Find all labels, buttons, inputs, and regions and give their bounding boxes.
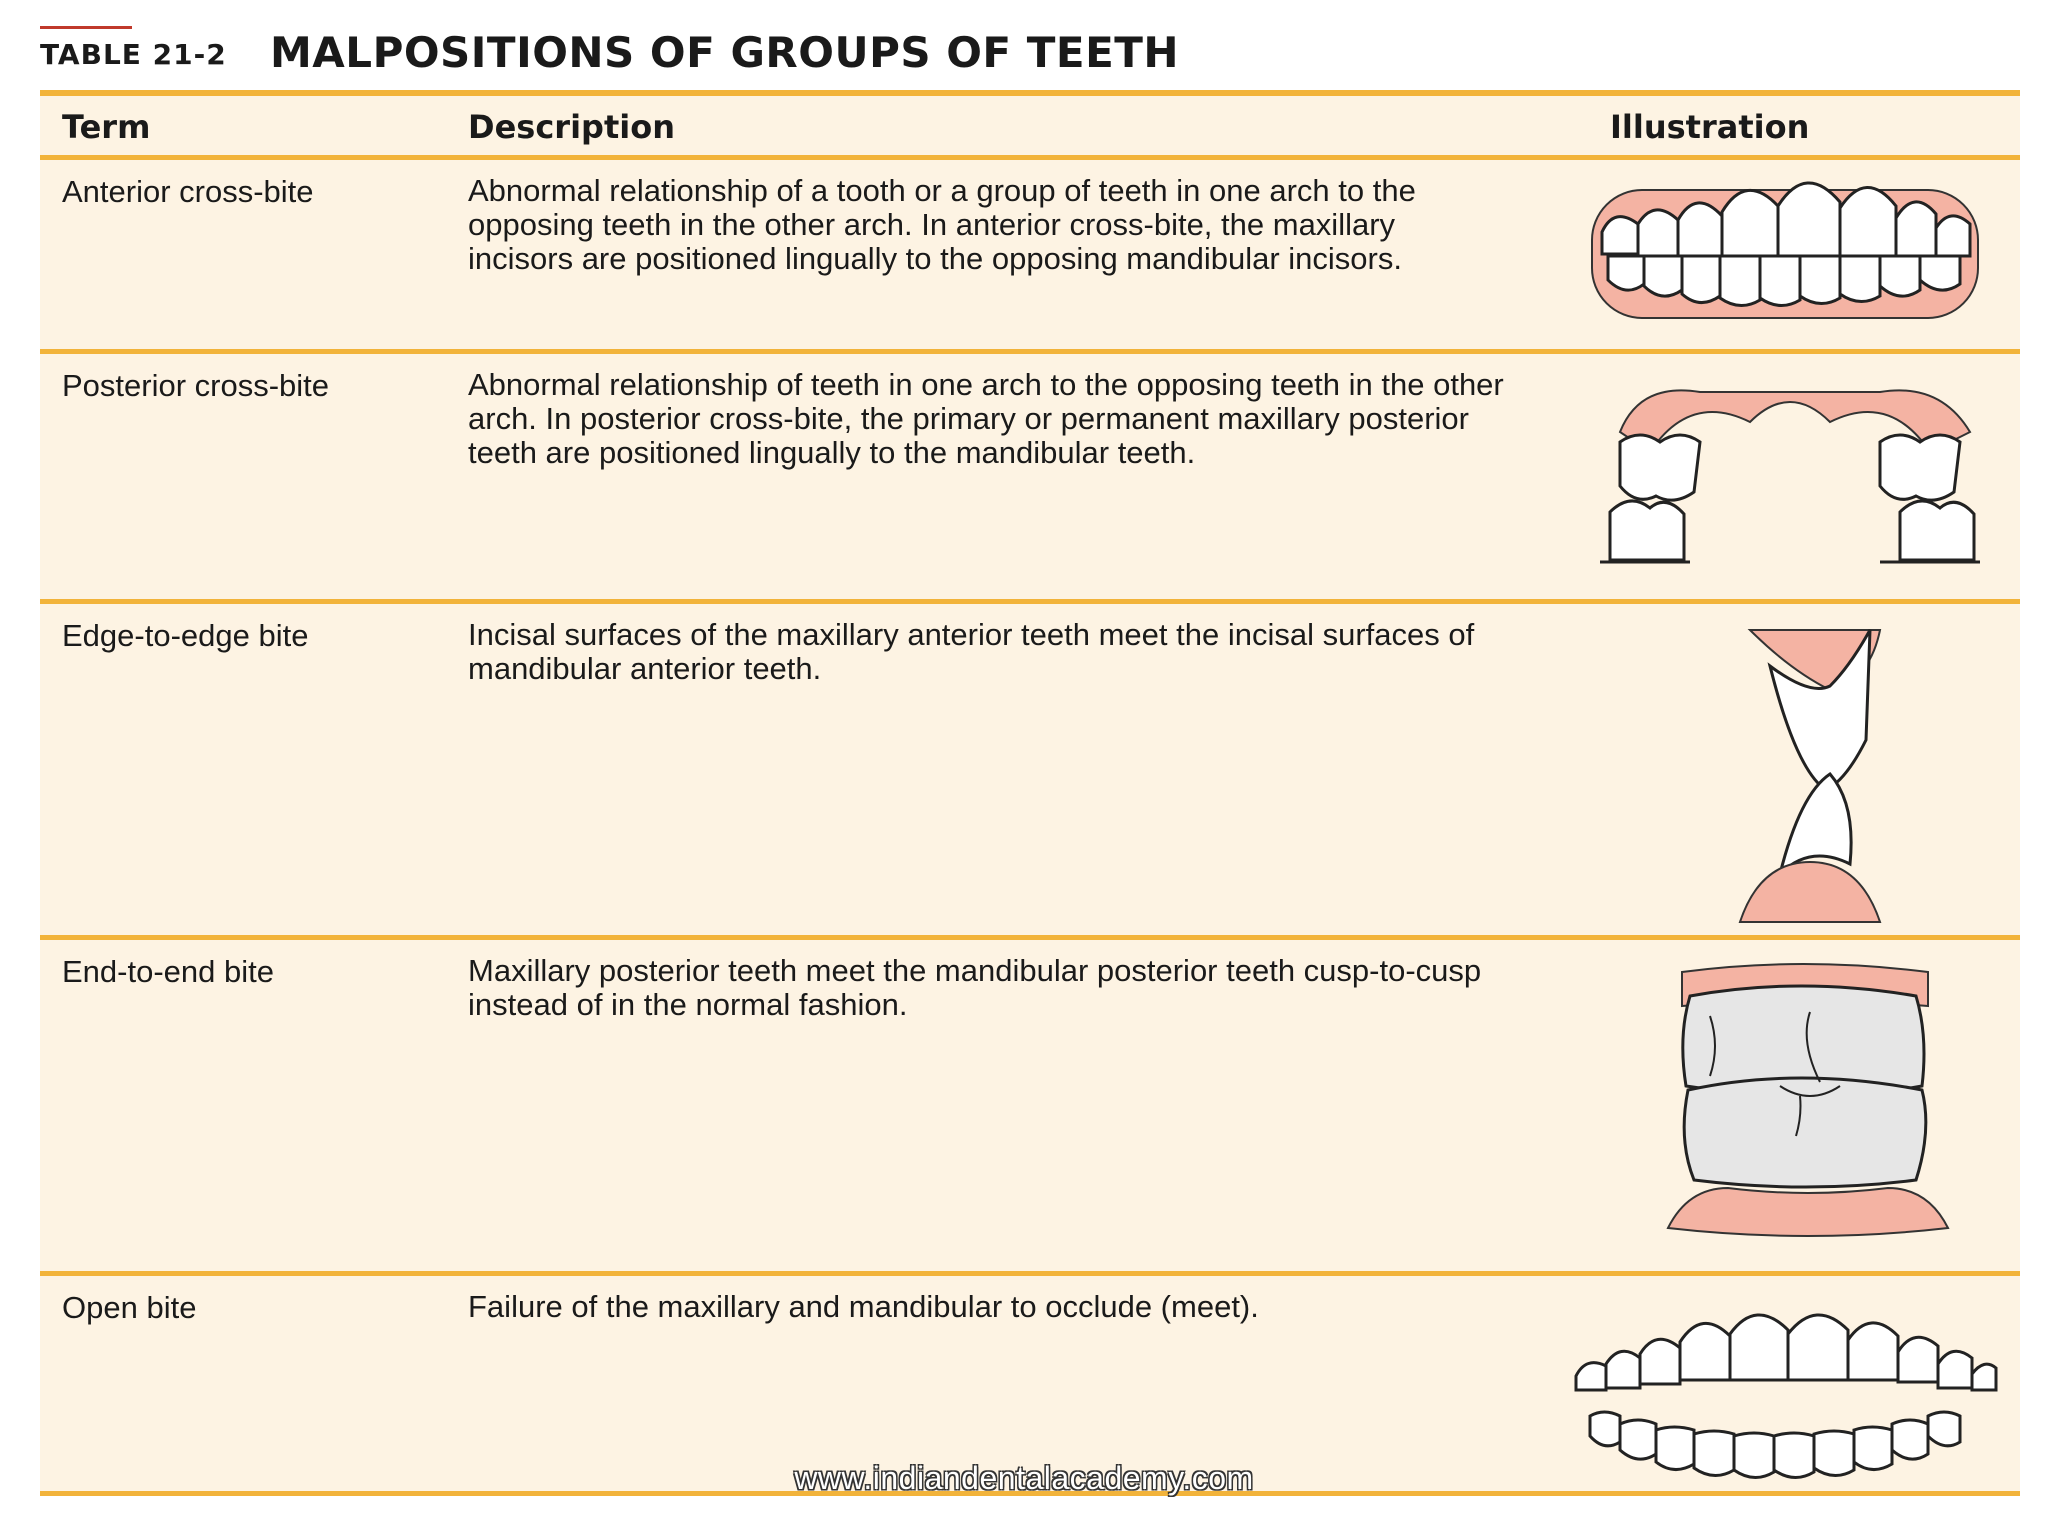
term-cell: Edge-to-edge bite: [62, 618, 309, 653]
table-row-edge-to-edge-bite: Edge-to-edge bite Incisal surfaces of th…: [40, 604, 2020, 940]
table-row-posterior-crossbite: Posterior cross-bite Abnormal relationsh…: [40, 354, 2020, 604]
description-cell: Incisal surfaces of the maxillary anteri…: [468, 617, 1475, 686]
table-number: TABLE 21-2: [40, 38, 227, 71]
end-to-end-bite-illustration: [1666, 963, 1950, 1237]
header-term: Term: [62, 108, 151, 146]
description-cell: Abnormal relationship of teeth in one ar…: [468, 367, 1504, 470]
open-bite-teeth-illustration: [1574, 1313, 1998, 1479]
header-description: Description: [468, 108, 675, 146]
header-illustration: Illustration: [1610, 108, 1810, 146]
watermark: www.indiandentalacademy.com: [794, 1460, 1254, 1496]
posterior-crossbite-teeth-illustration: [1600, 389, 1980, 564]
table-row-open-bite: Open bite Failure of the maxillary and m…: [40, 1276, 2020, 1497]
anterior-crossbite-teeth-illustration: [1591, 181, 1979, 319]
term-cell: Open bite: [62, 1290, 197, 1325]
table-heading: TABLE 21-2 MALPOSITIONS OF GROUPS OF TEE…: [40, 26, 2020, 86]
table-row-anterior-crossbite: Anterior cross-bite Abnormal relationshi…: [40, 160, 2020, 354]
table-number-accent-bar: [40, 26, 132, 29]
term-cell: End-to-end bite: [62, 954, 274, 989]
malpositions-table: Term Description Illustration Anterior c…: [40, 90, 2020, 1496]
term-cell: Posterior cross-bite: [62, 368, 330, 403]
table-header-row: Term Description Illustration: [40, 96, 2020, 160]
table-row-end-to-end-bite: End-to-end bite Maxillary posterior teet…: [40, 940, 2020, 1276]
description-cell: Failure of the maxillary and mandibular …: [468, 1289, 1259, 1324]
description-cell: Maxillary posterior teeth meet the mandi…: [468, 953, 1482, 1022]
edge-to-edge-bite-illustration: [1738, 629, 1882, 923]
table-title: MALPOSITIONS OF GROUPS OF TEETH: [270, 28, 1180, 77]
term-cell: Anterior cross-bite: [62, 174, 314, 209]
description-cell: Abnormal relationship of a tooth or a gr…: [468, 173, 1416, 276]
